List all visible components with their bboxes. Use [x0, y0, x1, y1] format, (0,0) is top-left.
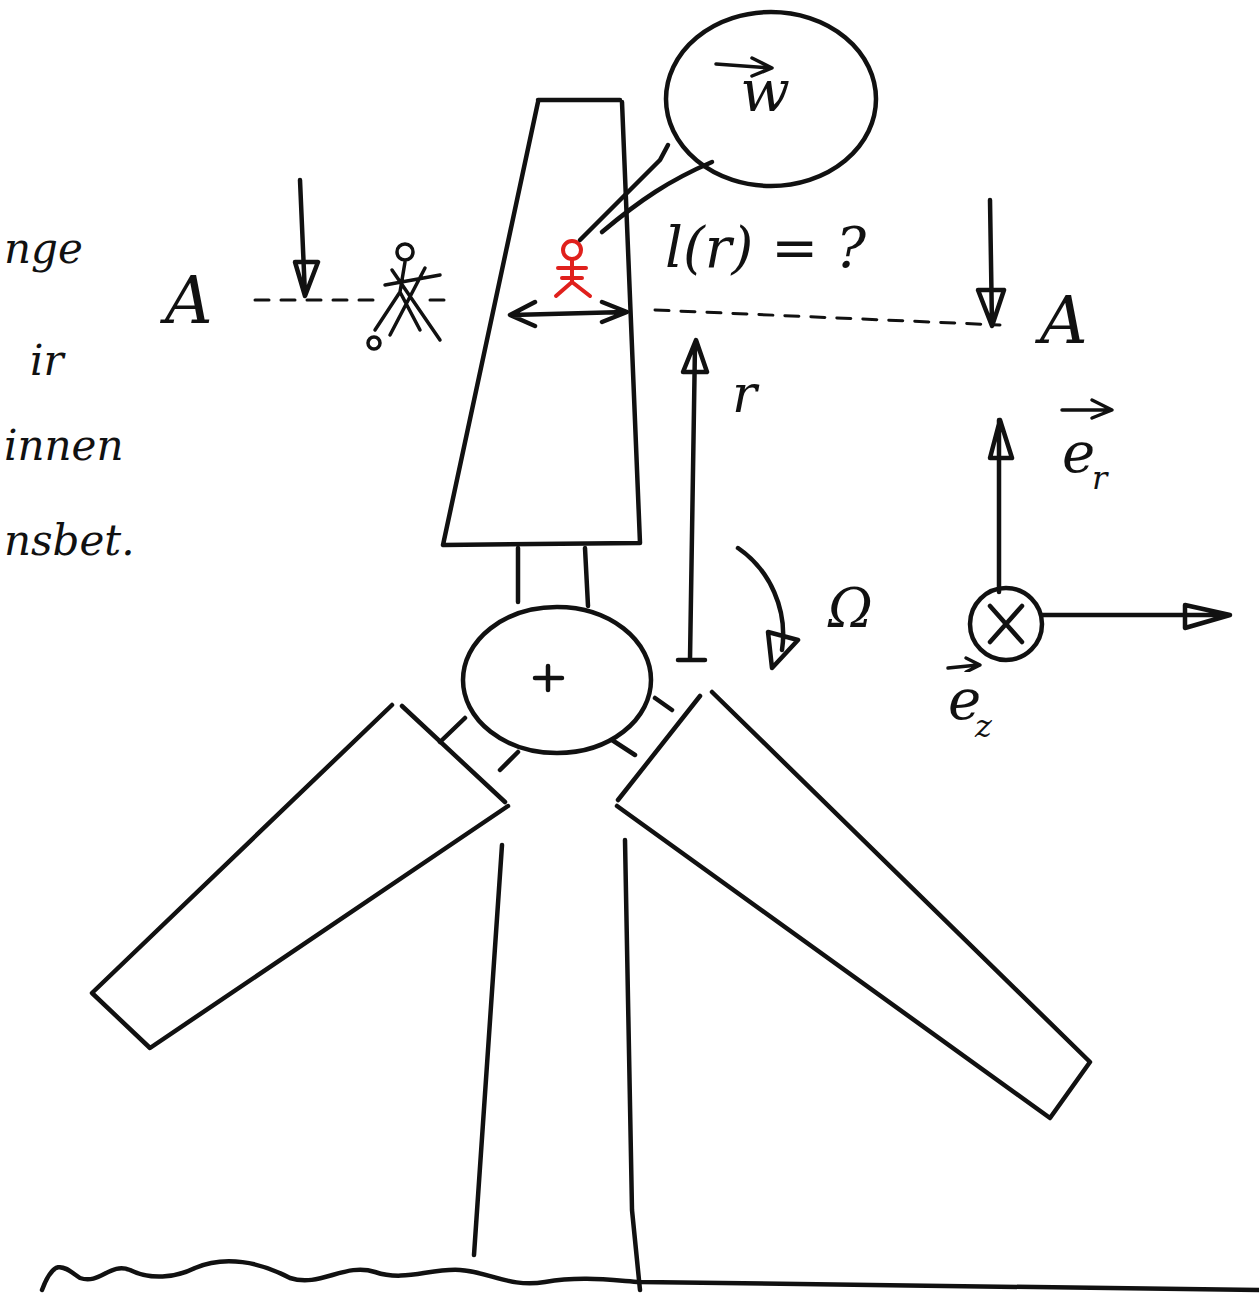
radius-label: r [732, 368, 757, 420]
hub-detail [440, 698, 672, 770]
hub-center [535, 666, 562, 690]
axis-subscript: r [1092, 462, 1107, 494]
shaft [518, 548, 588, 606]
crossed-figure [375, 262, 440, 340]
crossed-figure-foot [368, 337, 380, 349]
axis-symbol [970, 588, 1042, 660]
observer-figure [556, 241, 590, 296]
rotation-arrow [738, 548, 798, 668]
axis-subscript: z [975, 710, 992, 742]
blade [92, 705, 508, 1048]
radius-arrow [678, 340, 707, 660]
vector-label: w [740, 62, 790, 120]
blade [443, 100, 640, 545]
note-fragment: nge [4, 228, 83, 270]
note-fragment: innen [4, 425, 123, 467]
dimension-label: l(r) = ? [665, 220, 866, 276]
vector-arrow [1062, 400, 1112, 418]
section-letter: A [165, 268, 213, 334]
tower [474, 840, 640, 1290]
crossed-figure-head [397, 244, 413, 260]
section-arrow [295, 180, 318, 296]
blade [617, 692, 1090, 1118]
note-fragment: nsbet. [4, 520, 135, 562]
width-arrow [510, 302, 627, 326]
note-fragment: ir [30, 340, 64, 382]
axis-arrow [990, 420, 1012, 592]
section-letter: A [1040, 288, 1088, 354]
vector-arrow [948, 658, 980, 672]
callout-bubble: w [662, 8, 880, 190]
axis-arrow [1042, 605, 1230, 628]
section-line [255, 300, 1000, 325]
hub [463, 607, 651, 753]
axis-label: e [1062, 425, 1095, 481]
ground [42, 1261, 1259, 1290]
section-arrow [978, 200, 1004, 326]
axis-cross [990, 606, 1022, 642]
angular-velocity: Ω [828, 582, 873, 636]
